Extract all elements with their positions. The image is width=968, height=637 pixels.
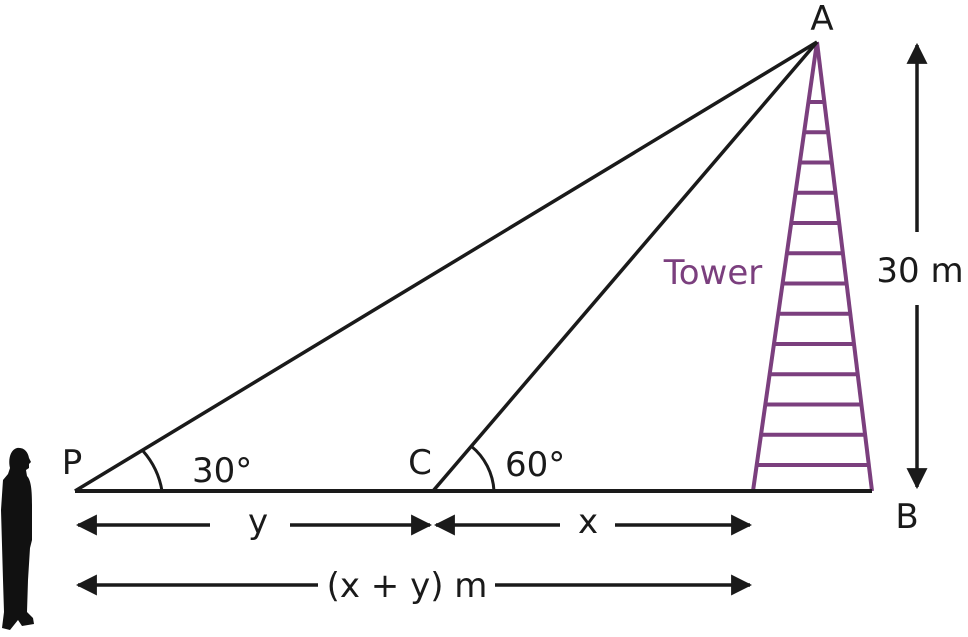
distance-label-x: x [578, 502, 598, 542]
point-label-b: B [895, 497, 918, 537]
line-of-sight-pa [74, 40, 818, 493]
angle-arc-c [470, 444, 496, 492]
angle-label-60: 60° [505, 445, 565, 485]
point-label-a: A [810, 0, 833, 39]
distance-label-total: (x + y) m [327, 566, 488, 606]
person-silhouette [1, 447, 34, 630]
line-of-sight-ca [431, 40, 819, 493]
tower [751, 41, 874, 492]
angle-label-30: 30° [192, 451, 252, 491]
height-label: 30 m [876, 251, 963, 291]
point-label-p: P [62, 443, 83, 483]
tower-label: Tower [663, 253, 763, 293]
distance-label-y: y [248, 502, 268, 542]
angle-arc-p [141, 450, 164, 492]
point-label-c: C [408, 443, 432, 483]
